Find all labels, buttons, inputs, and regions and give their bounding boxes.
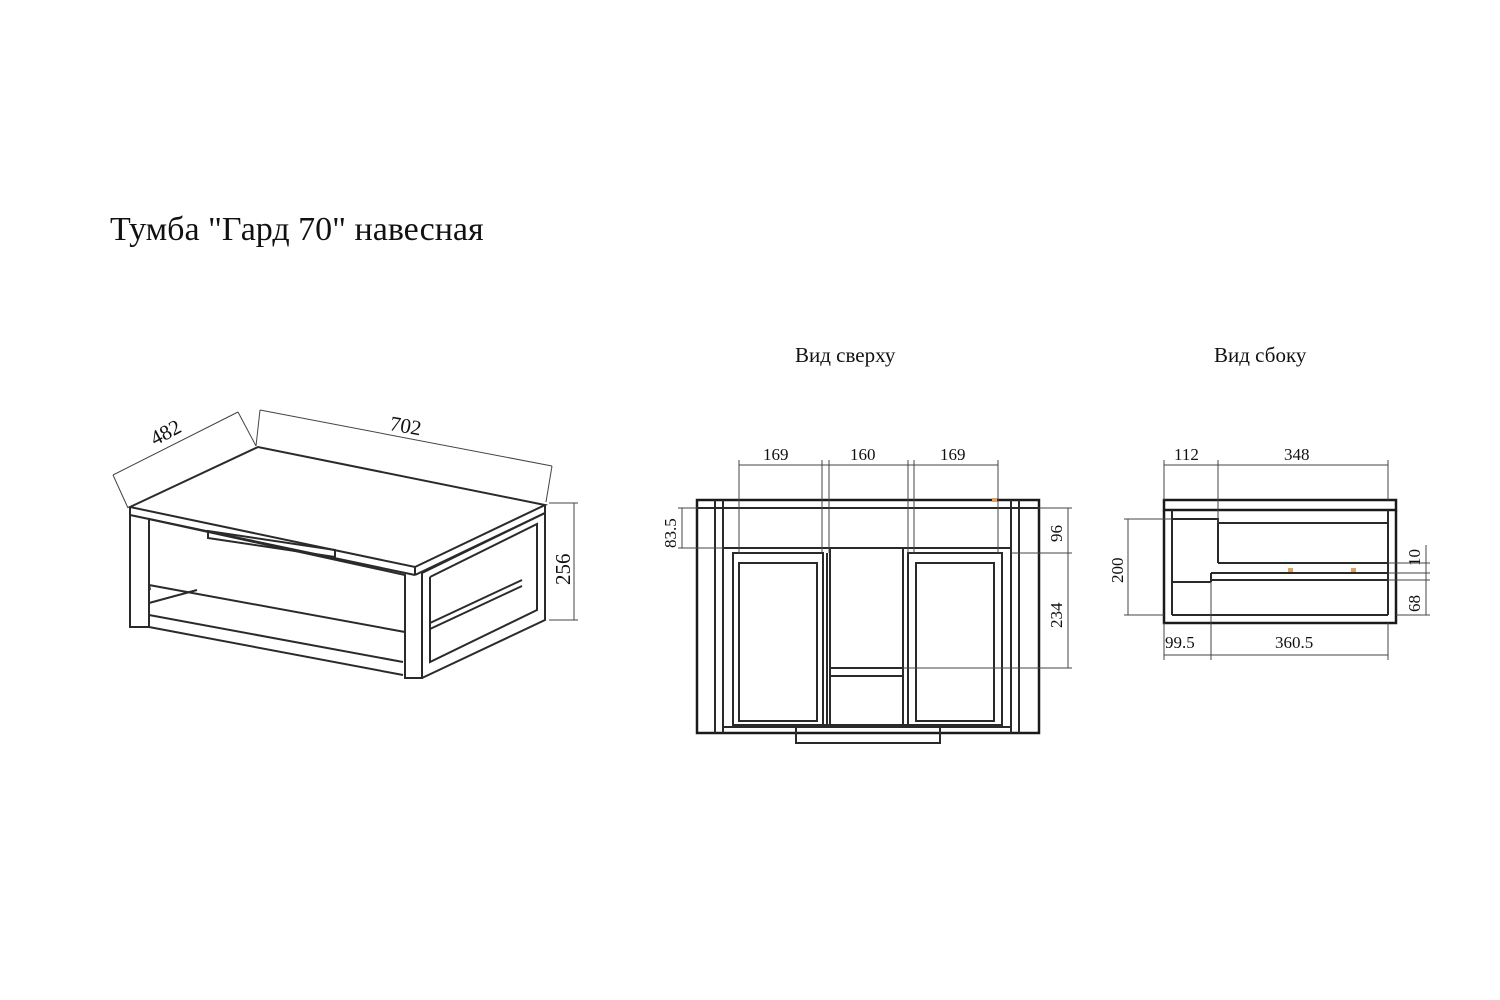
side-dim-bottom-right: 360.5 xyxy=(1275,633,1313,652)
top-view: Вид сверху 16 xyxy=(661,343,1072,744)
top-view-accent-mark xyxy=(992,498,997,502)
side-dim-gap: 10 xyxy=(1405,549,1424,566)
side-dim-top-left: 112 xyxy=(1174,445,1199,464)
side-view-accent-mark-2 xyxy=(1351,568,1356,572)
side-view: Вид сбоку 112 348 200 xyxy=(1108,343,1430,660)
iso-drawer-handle xyxy=(207,529,336,559)
top-dim-lower: 234 xyxy=(1047,602,1066,628)
top-dim-right: 169 xyxy=(940,445,966,464)
iso-view: 482 702 256 xyxy=(112,409,578,679)
iso-drawer-front xyxy=(148,517,406,634)
top-dim-upper: 96 xyxy=(1047,525,1066,542)
top-view-handle xyxy=(795,724,941,744)
top-dim-offset: 83.5 xyxy=(661,518,680,548)
side-dim-base: 68 xyxy=(1405,595,1424,612)
iso-top-surface xyxy=(126,445,549,569)
iso-dim-depth: 482 xyxy=(146,414,185,450)
side-dim-top-right: 348 xyxy=(1284,445,1310,464)
page-title: Тумба "Гард 70" навесная xyxy=(110,211,484,248)
side-dim-bottom-left: 99.5 xyxy=(1165,633,1195,652)
top-dim-middle: 160 xyxy=(850,445,876,464)
top-view-label: Вид сверху xyxy=(795,343,896,367)
side-dim-height: 200 xyxy=(1108,558,1127,584)
top-dim-left: 169 xyxy=(763,445,789,464)
iso-dim-width: 702 xyxy=(388,411,423,440)
iso-dim-height: 256 xyxy=(551,554,575,586)
side-view-accent-mark xyxy=(1288,568,1293,572)
side-view-label: Вид сбоку xyxy=(1214,343,1307,367)
